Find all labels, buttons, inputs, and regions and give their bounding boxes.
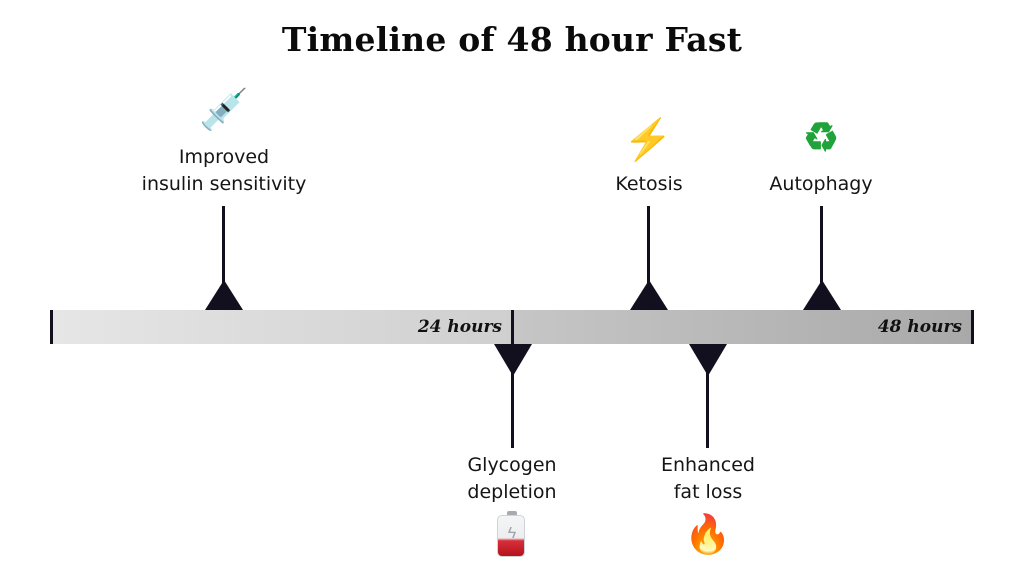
timeline-end-tick xyxy=(971,310,974,344)
diagram-title: Timeline of 48 hour Fast xyxy=(281,20,743,59)
event-label-line1: Improved xyxy=(178,146,270,168)
up-triangle-marker xyxy=(205,280,243,310)
event-label: Improved insulin sensitivity xyxy=(104,144,344,198)
event-label-line1: Ketosis xyxy=(615,173,683,195)
event-stem xyxy=(820,206,823,286)
up-triangle-marker xyxy=(630,280,668,310)
event-label-line1: Enhanced xyxy=(661,454,755,476)
timeline-bar-second-24h xyxy=(512,310,972,344)
event-stem xyxy=(222,206,225,286)
timeline-start-tick xyxy=(50,310,53,344)
low-battery-icon: ϟ xyxy=(497,511,527,559)
fire-icon: 🔥 xyxy=(684,514,732,556)
battery-bolt-glyph: ϟ xyxy=(507,525,517,542)
event-label: Glycogen depletion xyxy=(392,452,632,506)
lightning-icon: ⚡ xyxy=(623,118,673,162)
marker-24-hours: 24 hours xyxy=(417,317,502,337)
event-label-line2: insulin sensitivity xyxy=(141,173,307,195)
event-stem xyxy=(706,370,709,448)
syringe-icon: 💉 xyxy=(199,88,249,132)
battery-body xyxy=(497,515,525,557)
event-stem xyxy=(511,370,514,448)
marker-48-hours: 48 hours xyxy=(877,317,962,337)
event-label-line1: Glycogen xyxy=(467,454,557,476)
up-triangle-marker xyxy=(803,280,841,310)
event-label-line2: fat loss xyxy=(673,481,743,503)
timeline-24h-tick xyxy=(511,310,514,344)
event-label-line2: depletion xyxy=(467,481,557,503)
battery-cap xyxy=(507,511,517,515)
event-label: Autophagy xyxy=(701,171,941,198)
recycle-icon: ♻ xyxy=(803,116,839,160)
event-label: Enhanced fat loss xyxy=(588,452,828,506)
timeline-bar-first-24h xyxy=(52,310,512,344)
event-label: Ketosis xyxy=(529,171,769,198)
event-stem xyxy=(647,206,650,286)
event-label-line1: Autophagy xyxy=(769,173,873,195)
